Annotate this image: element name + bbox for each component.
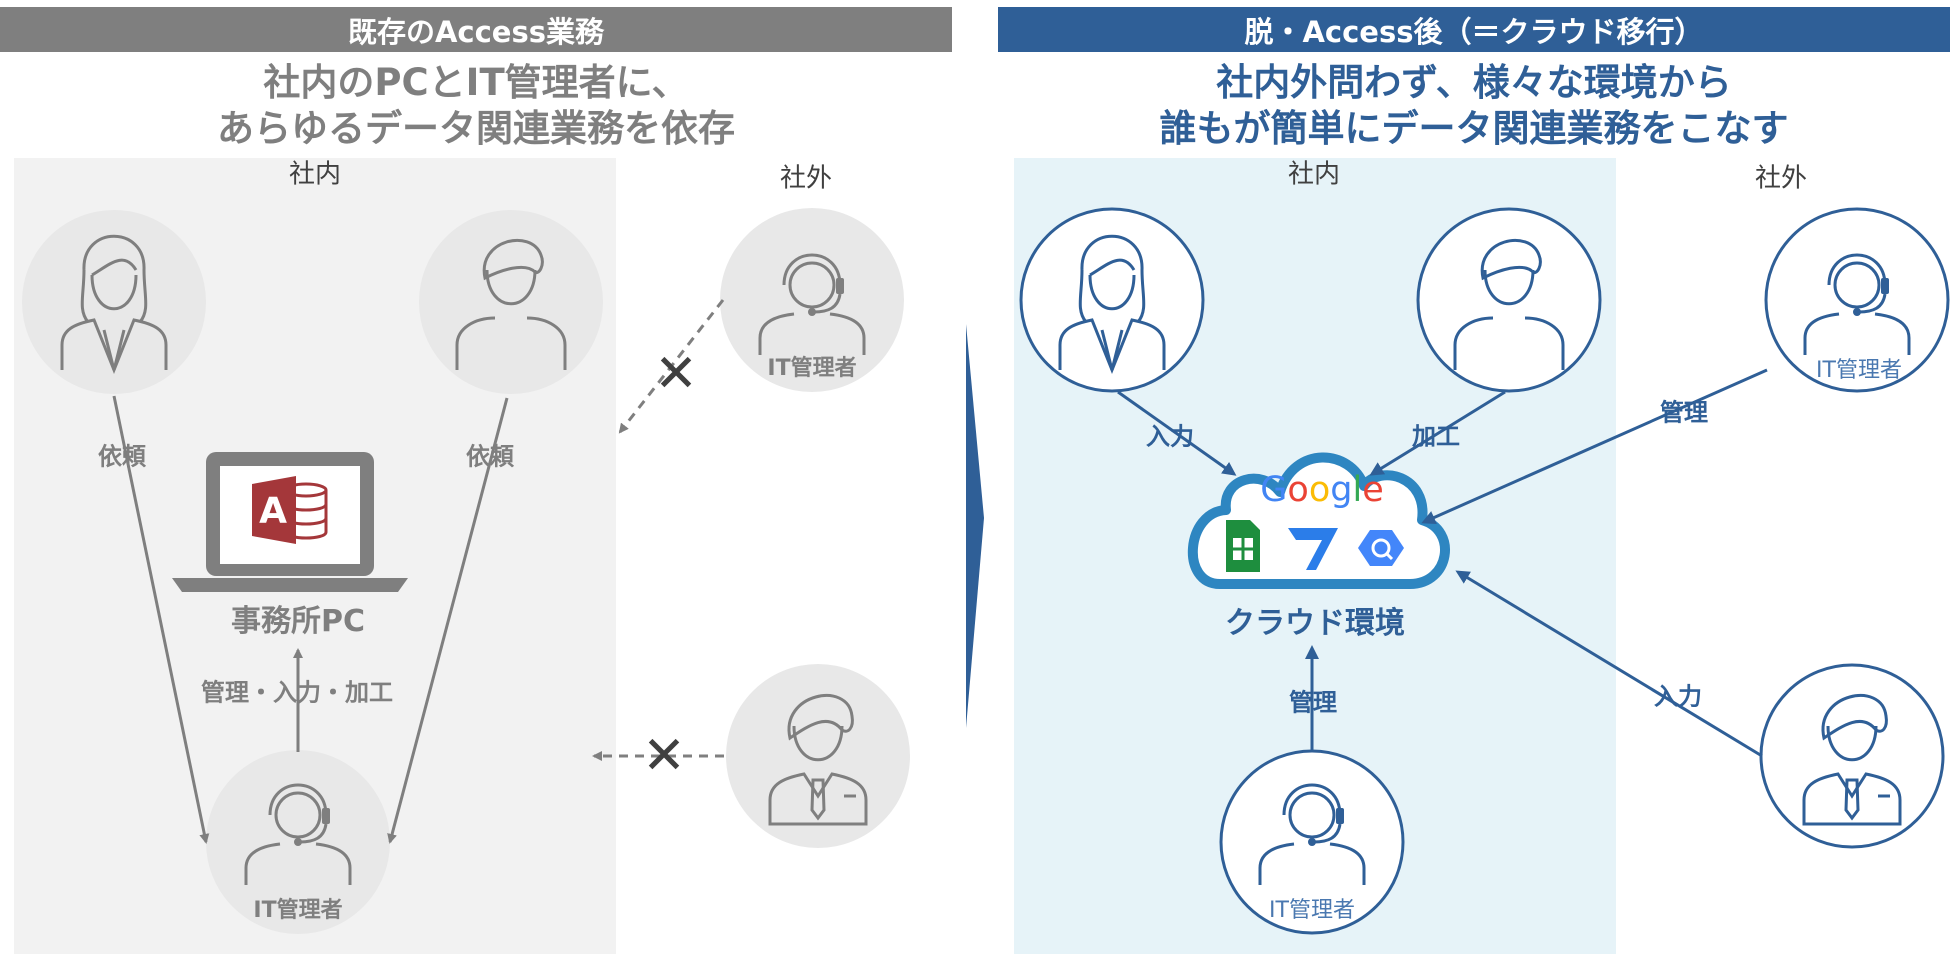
right-banner: 脱・Access後（＝クラウド移行） — [998, 7, 1950, 52]
blocked-x-icon: ✕ — [654, 344, 698, 404]
google-sheets-icon — [1226, 520, 1260, 572]
appsheet-icon — [1288, 528, 1338, 570]
left-request-label-1: 依頼 — [98, 442, 146, 471]
google-letter-o1: o — [1287, 470, 1309, 510]
right-process-label: 加工 — [1412, 422, 1460, 451]
left-employee-female-circle — [22, 210, 206, 394]
right-employee-female-circle — [1019, 207, 1205, 393]
google-letter-e: e — [1362, 470, 1384, 510]
cloud-environment-label: クラウド環境 — [1225, 606, 1405, 641]
google-letter-G: G — [1260, 470, 1288, 510]
left-banner: 既存のAccess業務 — [0, 7, 952, 52]
right-it-admin-label: IT管理者 — [1269, 898, 1355, 923]
right-input-label-2: 入力 — [1654, 682, 1702, 711]
google-letter-g: g — [1330, 470, 1353, 510]
left-external-it-label: IT管理者 — [767, 356, 857, 381]
right-heading: 社内外問わず、様々な環境から 誰もが簡単にデータ関連業務をこなす — [998, 60, 1950, 152]
left-external-it-circle — [720, 208, 904, 392]
right-heading-line2: 誰もが簡単にデータ関連業務をこなす — [1159, 107, 1789, 150]
right-manage-label-1: 管理 — [1660, 398, 1708, 427]
left-ops-label: 管理・入力・加工 — [201, 678, 393, 707]
right-external-it-circle — [1764, 207, 1950, 393]
right-input-label-1: 入力 — [1146, 422, 1194, 451]
left-request-label-2: 依頼 — [466, 442, 514, 471]
access-logo-icon — [252, 476, 328, 544]
left-zone-internal-label: 社内 — [288, 159, 342, 190]
blocked-x-icon: ✕ — [642, 726, 686, 786]
google-logo: Google — [1260, 470, 1383, 510]
office-pc-label: 事務所PC — [230, 604, 366, 639]
left-zone-external-label: 社外 — [779, 163, 833, 194]
transition-arrow — [966, 324, 984, 728]
google-letter-l: l — [1352, 470, 1363, 510]
left-external-business-circle — [726, 664, 910, 848]
left-employee-male-circle — [419, 210, 603, 394]
right-heading-line1: 社内外問わず、様々な環境から — [1216, 61, 1732, 104]
right-diagram — [1019, 207, 1950, 935]
left-diagram — [22, 208, 910, 934]
left-heading: 社内のPCとIT管理者に、 あらゆるデータ関連業務を依存 — [0, 60, 952, 152]
google-letter-o2: o — [1308, 470, 1331, 510]
right-external-it-label: IT管理者 — [1816, 358, 1902, 383]
right-employee-male-circle — [1416, 207, 1602, 393]
right-zone-internal-label: 社内 — [1287, 159, 1341, 190]
right-manage-label-2: 管理 — [1289, 688, 1337, 717]
left-heading-line1: 社内のPCとIT管理者に、 — [263, 61, 689, 104]
right-zone-external-label: 社外 — [1754, 163, 1808, 194]
bigquery-icon — [1358, 530, 1404, 566]
left-heading-line2: あらゆるデータ関連業務を依存 — [217, 107, 735, 150]
left-it-admin-label: IT管理者 — [253, 898, 343, 923]
access-letter: A — [259, 490, 287, 532]
